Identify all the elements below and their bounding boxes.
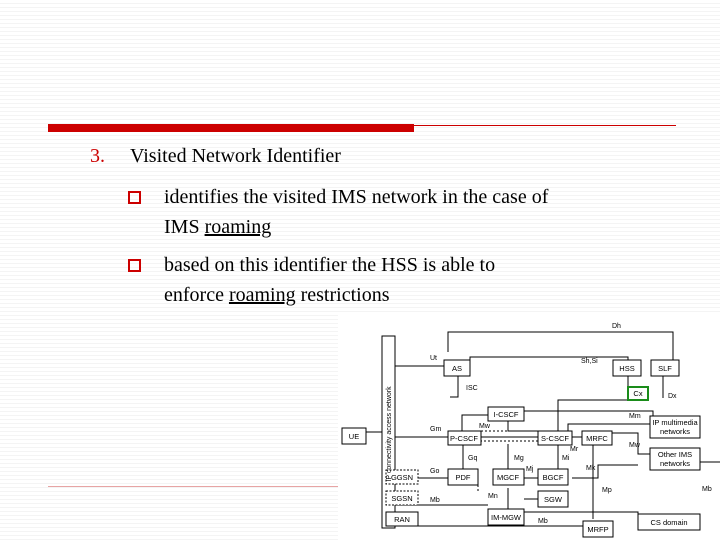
scscf-label: S-CSCF <box>541 434 569 443</box>
roaming-link[interactable]: roaming <box>204 216 272 238</box>
footer-rule-line <box>48 486 338 487</box>
as-label: AS <box>452 364 462 373</box>
sub-bullet-1-line1: identifies the visited IMS network in th… <box>164 186 549 208</box>
sgsn-label: SGSN <box>391 494 412 503</box>
box-csdomain <box>637 513 701 531</box>
ref-mw2: Mw <box>629 442 641 449</box>
box-bgcf <box>537 468 569 486</box>
box-icscf <box>487 406 525 422</box>
ref-gm: Gm <box>430 426 441 433</box>
ref-mj: Mj <box>526 466 534 473</box>
roaming-link[interactable]: roaming <box>228 284 296 306</box>
ref-go: Go <box>430 468 439 475</box>
box-mgcf <box>492 468 525 486</box>
mrfp-label: MRFP <box>587 525 608 534</box>
box-cx-highlight <box>627 386 649 401</box>
ref-mg: Mg <box>514 455 524 462</box>
ref-mb2: Mb <box>538 518 548 525</box>
box-ggsn <box>385 469 419 485</box>
box-scscf <box>537 430 573 446</box>
sub-bullet-1-prefix: IMS <box>164 216 205 238</box>
pcscf-label: P-CSCF <box>450 434 478 443</box>
bgcf-label: BGCF <box>543 473 564 482</box>
ref-shsi: Sh,Si <box>581 358 598 365</box>
hollow-square-bullet-icon <box>128 259 141 272</box>
ref-mr: Mr <box>570 446 579 453</box>
mrfc-label: MRFC <box>586 434 608 443</box>
ref-mp: Mp <box>602 487 612 494</box>
ipmm-label-1: IP multimedia <box>652 418 698 427</box>
title-rule-line <box>414 125 676 126</box>
csdomain-label: CS domain <box>650 518 687 527</box>
ref-mk: Mk <box>586 465 596 472</box>
ref-gq: Gq <box>468 455 477 462</box>
sub-bullet-2-suffix: restrictions <box>295 284 390 306</box>
box-as <box>443 359 471 377</box>
box-hss <box>612 359 642 377</box>
pdf-label: PDF <box>456 473 471 482</box>
title-accent-bar <box>48 124 414 132</box>
ref-dh: Dh <box>612 323 621 330</box>
ref-mi: Mi <box>562 455 570 462</box>
box-slf <box>650 359 680 377</box>
ran-label: RAN <box>394 515 410 524</box>
box-immgw <box>487 508 525 526</box>
list-item-title: Visited Network Identifier <box>130 145 341 167</box>
hss-label: HSS <box>619 364 634 373</box>
ref-mw: Mw <box>479 423 491 430</box>
box-ue <box>341 427 367 445</box>
box-mrfc <box>581 430 613 446</box>
ref-ut: Ut <box>430 355 437 362</box>
box-ran <box>385 511 419 527</box>
box-otherims <box>649 447 701 471</box>
icscf-label: I-CSCF <box>494 410 519 419</box>
sub-bullet-2-line1: based on this identifier the HSS is able… <box>164 254 496 276</box>
ipmm-label-2: networks <box>660 427 690 436</box>
mgcf-label: MGCF <box>497 473 519 482</box>
cx-label: Cx <box>633 389 642 398</box>
immgw-label: IM-MGW <box>491 513 522 522</box>
box-pcscf <box>447 430 482 446</box>
ref-mb: Mb <box>430 497 440 504</box>
otherims-label-1: Other IMS <box>658 450 692 459</box>
sub-bullet-2-prefix: enforce <box>164 284 229 306</box>
ggsn-label: GGSN <box>391 473 413 482</box>
sub-bullet-1: identifies the visited IMS network in th… <box>164 182 684 242</box>
ref-mm: Mm <box>629 413 641 420</box>
box-sgsn <box>385 490 419 506</box>
list-item-number: 3. <box>90 145 105 167</box>
sub-bullet-2: based on this identifier the HSS is able… <box>164 250 684 310</box>
ims-architecture-diagram: IP connectivity access network UE AS HSS… <box>338 314 720 540</box>
ue-label: UE <box>349 432 359 441</box>
box-ipmm <box>649 415 701 439</box>
box-pdf <box>447 468 479 486</box>
ref-mn: Mn <box>488 493 498 500</box>
box-mrfp <box>582 520 614 538</box>
ip-network-label: IP connectivity access network <box>386 386 393 482</box>
sgw-label: SGW <box>544 495 563 504</box>
slf-label: SLF <box>658 364 672 373</box>
hollow-square-bullet-icon <box>128 191 141 204</box>
ref-dx: Dx <box>668 393 677 400</box>
otherims-label-2: networks <box>660 459 690 468</box>
box-sgw <box>537 490 569 508</box>
ref-isc: ISC <box>466 385 478 392</box>
ref-mb3: Mb <box>702 486 712 493</box>
